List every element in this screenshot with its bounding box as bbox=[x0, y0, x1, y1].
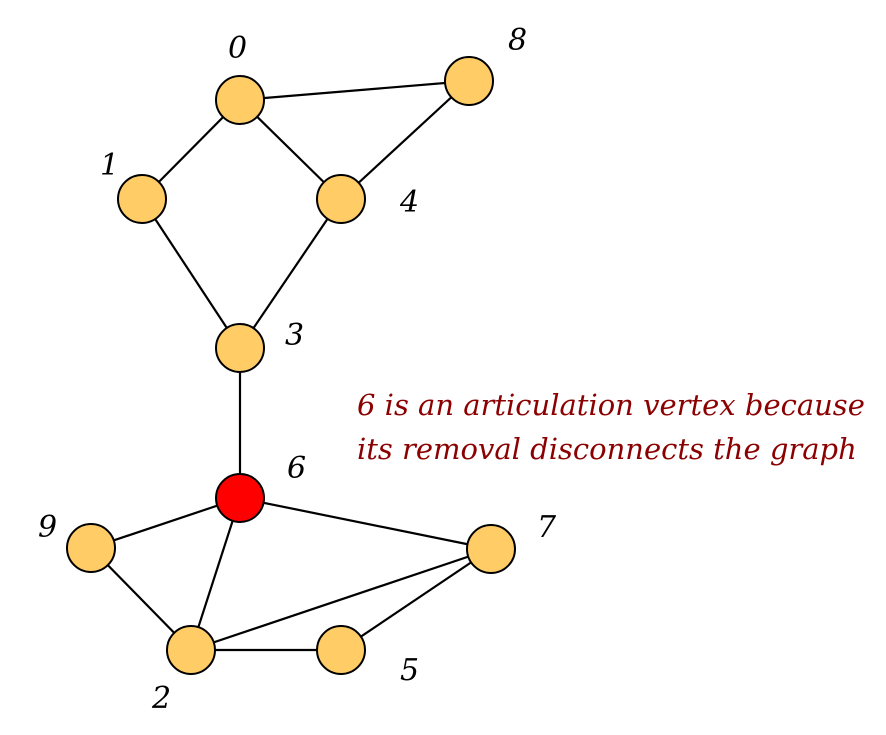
node-3 bbox=[215, 323, 265, 373]
node-0 bbox=[215, 75, 265, 125]
edge-6-9 bbox=[90, 496, 241, 550]
caption-line-2: its removal disconnects the graph bbox=[357, 432, 857, 466]
node-4 bbox=[316, 174, 366, 224]
node-label-9: 9 bbox=[38, 510, 57, 545]
edge-5-7 bbox=[340, 548, 492, 651]
node-8 bbox=[444, 56, 494, 106]
edge-2-7 bbox=[190, 547, 492, 652]
node-1 bbox=[117, 174, 167, 224]
edge-1-3 bbox=[141, 198, 241, 349]
edge-0-8 bbox=[239, 79, 470, 102]
edge-4-3 bbox=[239, 198, 342, 349]
node-7 bbox=[466, 524, 516, 574]
edges bbox=[90, 79, 492, 652]
node-2 bbox=[166, 625, 216, 675]
node-label-6: 6 bbox=[287, 451, 306, 486]
node-label-8: 8 bbox=[508, 23, 527, 58]
node-label-1: 1 bbox=[100, 148, 119, 183]
node-label-3: 3 bbox=[285, 318, 304, 353]
node-9 bbox=[66, 523, 116, 573]
nodes bbox=[66, 56, 516, 675]
node-labels: 0 1 2 3 4 5 6 7 8 9 bbox=[38, 23, 557, 716]
node-label-4: 4 bbox=[399, 185, 419, 220]
node-label-7: 7 bbox=[537, 510, 557, 545]
edge-6-7 bbox=[239, 496, 492, 551]
node-6 bbox=[215, 473, 265, 523]
node-5 bbox=[316, 625, 366, 675]
node-label-2: 2 bbox=[151, 681, 171, 716]
caption-line-1: 6 is an articulation vertex because bbox=[357, 388, 865, 422]
edge-6-2 bbox=[189, 497, 242, 651]
node-label-0: 0 bbox=[228, 31, 247, 66]
edge-8-4 bbox=[340, 80, 470, 200]
node-label-5: 5 bbox=[400, 653, 419, 688]
